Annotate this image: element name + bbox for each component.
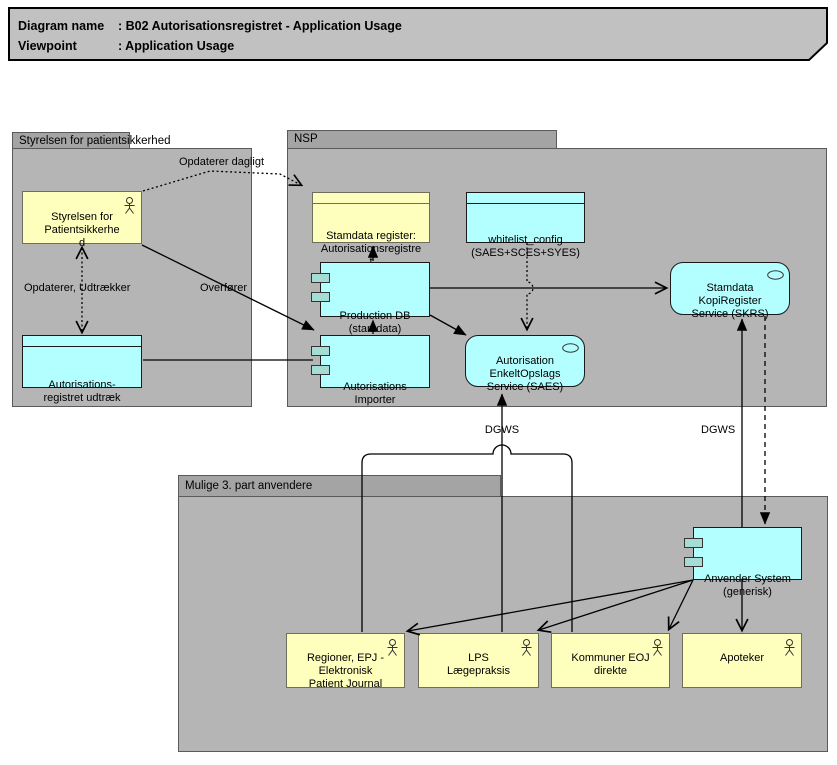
component-icon (311, 346, 330, 356)
node-label: Autorisations Importer (343, 381, 407, 406)
service-icon (767, 270, 784, 280)
service-icon (562, 343, 579, 353)
label-dgws-left: DGWS (484, 424, 520, 436)
label-opdaterer-udtraekker: Opdaterer, Udtrækker (24, 282, 131, 294)
node-label: Anvender System (generisk) (704, 573, 791, 598)
node-lps-laegepraksis[interactable]: LPS Lægepraksis (418, 633, 539, 688)
node-label: Autorisations- registret udtræk (43, 379, 121, 404)
node-label: whitelist_config (SAES+SCES+SYES) (471, 234, 580, 259)
group-mulige-tab[interactable]: Mulige 3. part anvendere (178, 475, 501, 497)
actor-icon (652, 639, 663, 656)
node-label: Kommuner EOJ direkte (571, 652, 650, 677)
node-whitelist-config[interactable]: whitelist_config (SAES+SCES+SYES) (466, 192, 585, 259)
diagram-name-label: Diagram name (18, 19, 105, 33)
group-styrelsen-tab[interactable]: Styrelsen for patientsikkerhed (12, 132, 171, 149)
label-opdaterer-dagligt: Opdaterer dagligt (179, 156, 264, 168)
node-label: Production DB (stamdata) (339, 310, 411, 335)
node-styrelsen-for-patientsikkerhed[interactable]: Styrelsen for Patientsikkerhe d (22, 191, 142, 249)
actor-icon (124, 197, 135, 214)
node-autorisationsregistret-udtraek[interactable]: Autorisations- registret udtræk (22, 335, 142, 404)
component-icon (684, 538, 703, 548)
note-shape (8, 7, 828, 61)
node-production-db[interactable]: Production DB (stamdata) (311, 262, 430, 335)
data-object-strip (23, 336, 141, 347)
node-label: Autorisation EnkeltOpslags Service (SAES… (486, 355, 564, 393)
note-outline (8, 7, 828, 61)
label-overfoerer: Overfører (200, 282, 248, 294)
viewpoint-label: Viewpoint (18, 39, 77, 53)
data-object-strip (313, 193, 429, 204)
node-anvender-system[interactable]: Anvender System (generisk) (684, 527, 802, 598)
diagram-name-value: : B02 Autorisationsregistret - Applicati… (118, 19, 402, 33)
actor-icon (521, 639, 532, 656)
node-label: Regioner, EPJ - Elektronisk Patient Jour… (306, 652, 385, 690)
node-label: Stamdata KopiRegister Service (SKRS) (691, 282, 769, 320)
node-label: Apoteker (719, 652, 765, 664)
actor-icon (784, 639, 795, 656)
component-icon (311, 292, 330, 302)
note-text: Diagram name : B02 Autorisationsregistret… (18, 16, 402, 56)
data-object-strip (467, 193, 584, 204)
node-regioner-epj[interactable]: Regioner, EPJ - Elektronisk Patient Jour… (286, 633, 405, 690)
component-icon (311, 365, 330, 375)
component-icon (684, 557, 703, 567)
node-skrs-service[interactable]: Stamdata KopiRegister Service (SKRS) (670, 262, 790, 320)
node-label: Styrelsen for Patientsikkerhe d (44, 211, 120, 249)
component-icon (311, 273, 330, 283)
node-stamdata-register[interactable]: Stamdata register: Autorisationsregistre… (312, 192, 430, 268)
viewpoint-value: : Application Usage (118, 39, 235, 53)
diagram-title-note: Diagram name : B02 Autorisationsregistret… (8, 7, 829, 62)
group-nsp-tab[interactable]: NSP (287, 130, 557, 149)
node-kommuner-eoj[interactable]: Kommuner EOJ direkte (551, 633, 670, 688)
label-dgws-right: DGWS (701, 424, 736, 436)
node-saes-service[interactable]: Autorisation EnkeltOpslags Service (SAES… (465, 335, 585, 393)
node-apoteker[interactable]: Apoteker (682, 633, 802, 688)
node-label: LPS Lægepraksis (447, 652, 510, 677)
node-autorisations-importer[interactable]: Autorisations Importer (311, 335, 430, 406)
actor-icon (387, 639, 398, 656)
